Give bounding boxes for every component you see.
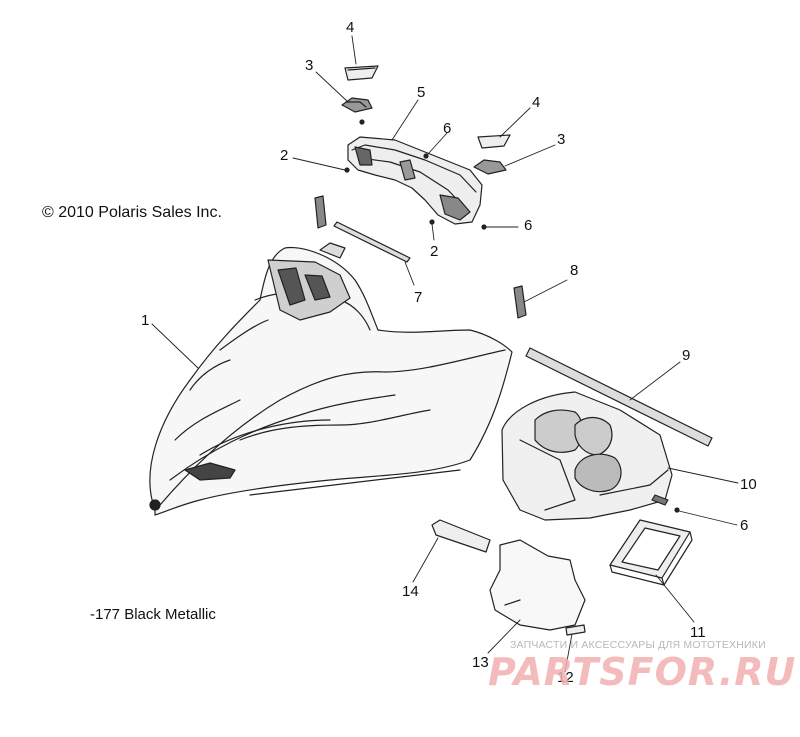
part-3-bracket-right xyxy=(473,159,507,175)
callout-14: 14 xyxy=(402,583,419,600)
callout-9: 9 xyxy=(682,347,691,364)
part-tag-12 xyxy=(565,624,586,636)
callout-12: 12 xyxy=(557,669,574,686)
copyright-text: © 2010 Polaris Sales Inc. xyxy=(42,204,222,221)
color-note: -177 Black Metallic xyxy=(90,606,216,623)
part-strip-9 xyxy=(525,347,713,447)
part-hood xyxy=(149,242,513,516)
callout-1: 1 xyxy=(141,312,150,329)
callout-6-mid: 6 xyxy=(524,217,533,234)
screw-2-left xyxy=(344,167,350,173)
part-headlight-housing xyxy=(501,391,673,521)
callout-6-upper: 6 xyxy=(443,120,452,137)
part-dash-bracket xyxy=(347,136,483,225)
part-4-cap-right xyxy=(477,134,511,149)
part-sheet-13 xyxy=(489,539,586,631)
callout-6-lower: 6 xyxy=(740,517,749,534)
part-3-bracket-top xyxy=(341,97,373,113)
part-duct-box xyxy=(609,519,693,586)
watermark-subtitle: ЗАПЧАСТИ И АКСЕССУАРЫ ДЛЯ МОТОТЕХНИКИ xyxy=(510,639,766,651)
leader-lines xyxy=(151,35,739,673)
callout-7: 7 xyxy=(414,289,423,306)
part-clip-left xyxy=(314,195,327,229)
callout-13: 13 xyxy=(472,654,489,671)
screw-6-mid xyxy=(481,224,487,230)
callout-4-right: 4 xyxy=(532,94,541,111)
part-strip-7 xyxy=(333,221,411,263)
callout-8: 8 xyxy=(570,262,579,279)
screw-6-upper xyxy=(423,153,429,159)
part-clip-right xyxy=(513,285,527,319)
callout-3-right: 3 xyxy=(557,131,566,148)
callout-4-top: 4 xyxy=(346,19,355,36)
callout-2-lower: 2 xyxy=(430,243,439,260)
screw-2-lower xyxy=(429,219,435,225)
callout-5: 5 xyxy=(417,84,426,101)
callout-10: 10 xyxy=(740,476,757,493)
watermark-logo: PARTSFOR.RU xyxy=(488,650,797,694)
callout-2-left: 2 xyxy=(280,147,289,164)
part-pad-14 xyxy=(431,519,491,553)
screw-6-lower xyxy=(674,507,680,513)
callout-11: 11 xyxy=(690,624,706,641)
screw-top xyxy=(359,119,365,125)
callout-3-top: 3 xyxy=(305,57,314,74)
part-4-cap-top xyxy=(344,65,379,81)
